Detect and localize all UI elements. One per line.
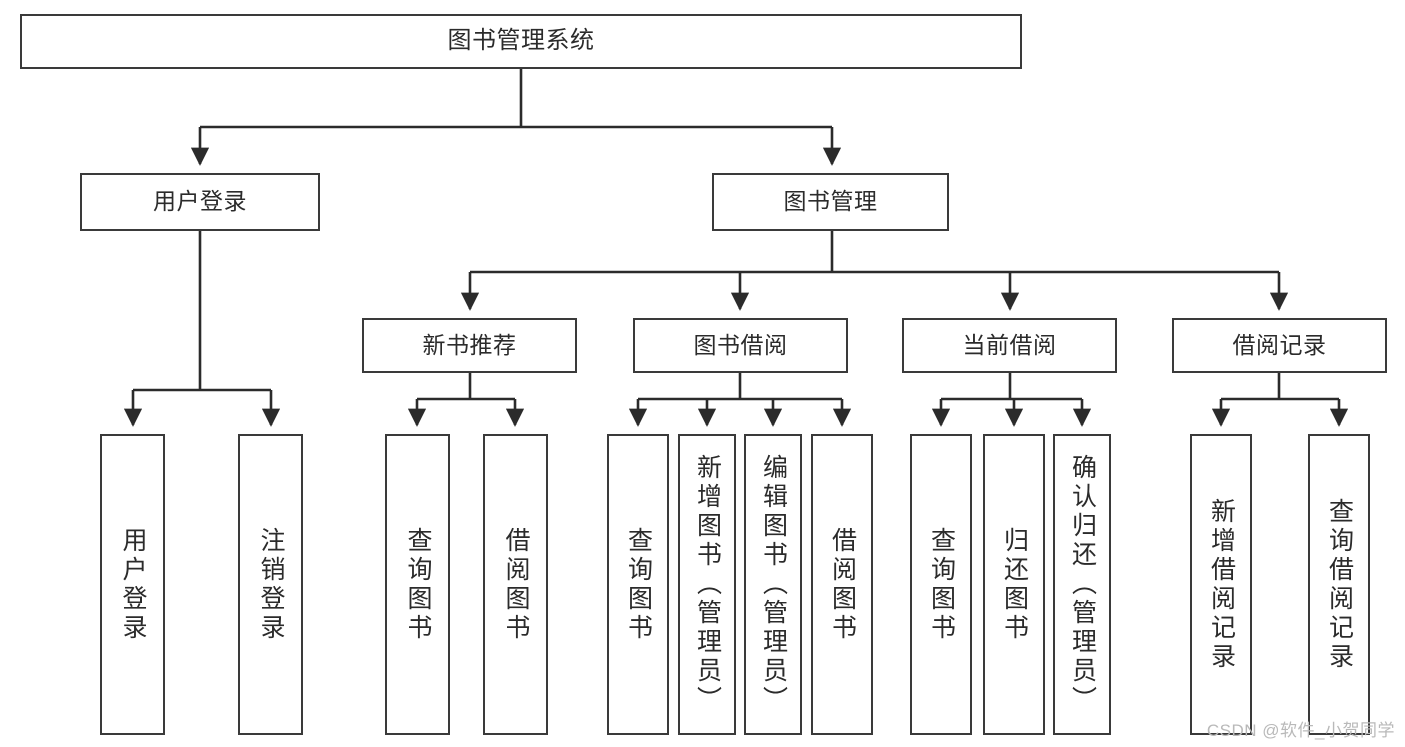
node-leaf-add-borrow-record[interactable]: 新增借阅记录 [1190, 434, 1252, 735]
node-leaf-user-login[interactable]: 用户登录 [100, 434, 165, 735]
node-leaf-edit-book-admin[interactable]: 编辑图书（管理员） [744, 434, 802, 735]
node-label: 新增图书（管理员） [693, 454, 722, 715]
node-label: 注销登录 [257, 526, 285, 643]
node-label: 查询图书 [624, 526, 653, 643]
node-leaf-add-book-admin[interactable]: 新增图书（管理员） [678, 434, 736, 735]
node-leaf-return-book[interactable]: 归还图书 [983, 434, 1045, 735]
node-label: 借阅记录 [1232, 331, 1327, 358]
node-label: 用户登录 [119, 526, 147, 643]
node-book-borrow[interactable]: 图书借阅 [633, 318, 848, 373]
node-label: 查询图书 [404, 526, 432, 643]
node-borrow-record[interactable]: 借阅记录 [1172, 318, 1387, 373]
node-leaf-user-logout[interactable]: 注销登录 [238, 434, 303, 735]
node-leaf-query-borrow-record[interactable]: 查询借阅记录 [1308, 434, 1370, 735]
node-current-borrow[interactable]: 当前借阅 [902, 318, 1117, 373]
node-leaf-confirm-return-admin[interactable]: 确认归还（管理员） [1053, 434, 1111, 735]
node-label: 图书管理系统 [447, 27, 595, 55]
node-label: 查询借阅记录 [1325, 497, 1354, 672]
node-leaf-query-book-rec[interactable]: 查询图书 [385, 434, 450, 735]
node-label: 图书管理 [783, 188, 878, 215]
node-label: 编辑图书（管理员） [759, 454, 788, 715]
node-label: 查询图书 [927, 526, 956, 643]
node-user-login[interactable]: 用户登录 [80, 173, 320, 231]
node-book-manage[interactable]: 图书管理 [712, 173, 949, 231]
node-label: 新书推荐 [422, 331, 517, 358]
node-label: 借阅图书 [502, 526, 530, 643]
node-root-system[interactable]: 图书管理系统 [20, 14, 1022, 69]
node-label: 当前借阅 [962, 331, 1057, 358]
node-new-book-recommend[interactable]: 新书推荐 [362, 318, 577, 373]
node-leaf-borrow-book-rec[interactable]: 借阅图书 [483, 434, 548, 735]
node-leaf-query-book-cur[interactable]: 查询图书 [910, 434, 972, 735]
node-label: 借阅图书 [828, 526, 857, 643]
node-label: 新增借阅记录 [1207, 497, 1236, 672]
node-label: 归还图书 [1000, 526, 1029, 643]
node-label: 图书借阅 [693, 331, 788, 358]
node-label: 用户登录 [153, 188, 247, 215]
node-label: 确认归还（管理员） [1068, 454, 1097, 715]
watermark: CSDN @软件_小贺同学 [1206, 721, 1395, 740]
node-leaf-query-book-borrow[interactable]: 查询图书 [607, 434, 669, 735]
node-leaf-borrow-book[interactable]: 借阅图书 [811, 434, 873, 735]
